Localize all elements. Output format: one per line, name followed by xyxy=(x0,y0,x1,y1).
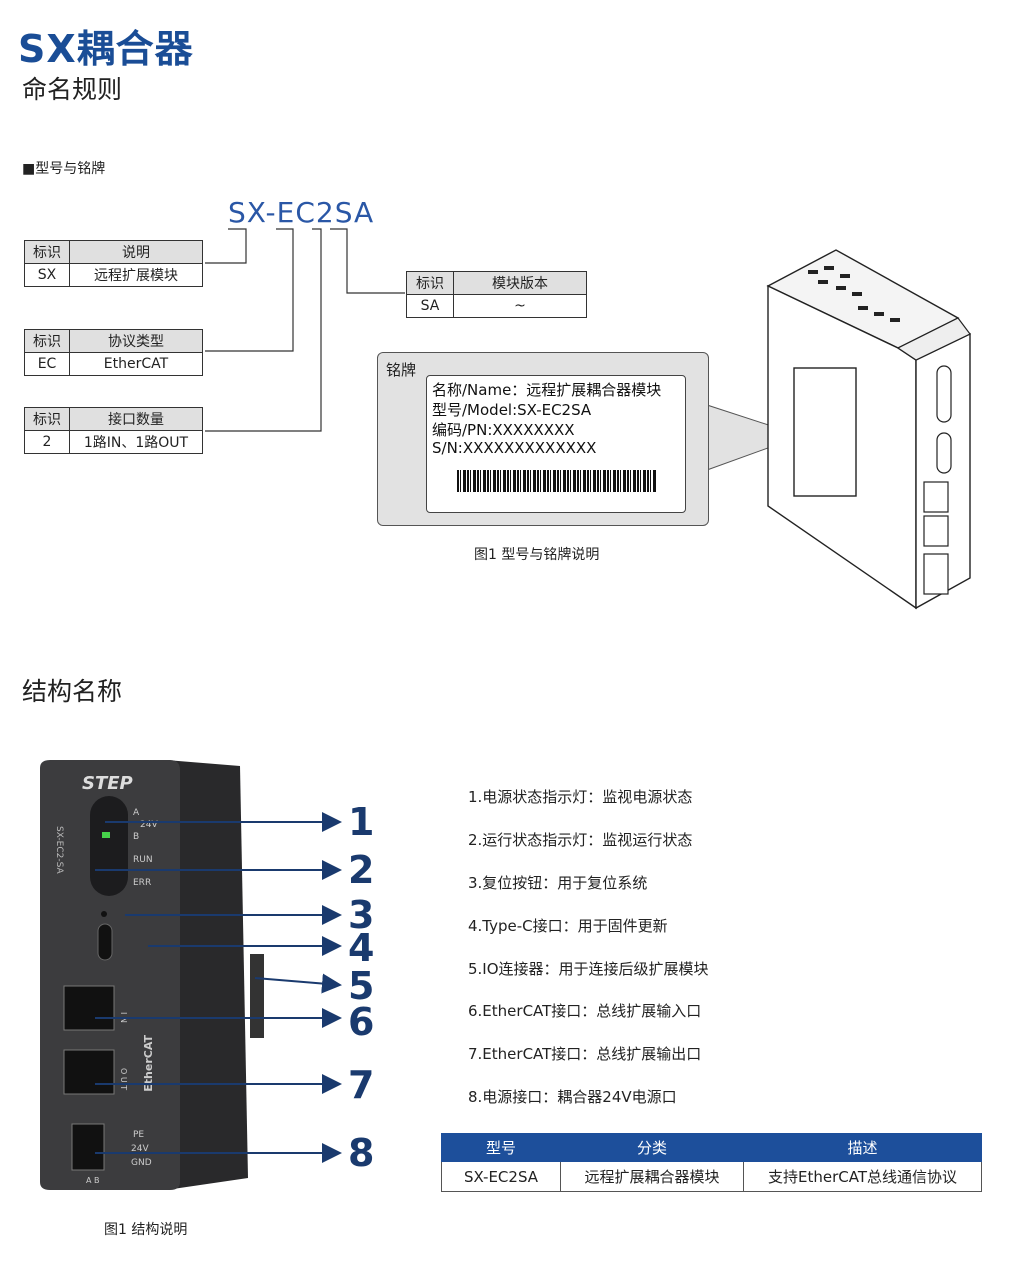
led-label-24v: 24V xyxy=(140,820,158,830)
callout-number: 3 xyxy=(348,893,375,937)
spec-header: 型号 xyxy=(441,1133,561,1162)
led-label-b: B xyxy=(133,832,140,842)
power-label-pe: PE xyxy=(133,1130,145,1140)
power-label-ab: A B xyxy=(86,1176,100,1185)
spec-header: 描述 xyxy=(743,1133,982,1162)
feature-item: 4.Type-C接口：用于固件更新 xyxy=(468,917,668,935)
device-model-label: SX-EC2-SA xyxy=(54,826,64,874)
feature-item: 1.电源状态指示灯：监视电源状态 xyxy=(468,788,693,806)
feature-item: 6.EtherCAT接口：总线扩展输入口 xyxy=(468,1002,702,1020)
led-label-run: RUN xyxy=(133,855,153,865)
table-version: 标识模块版本 SA~ xyxy=(406,271,587,318)
spec-table: 型号 分类 描述 SX-EC2SA 远程扩展耦合器模块 支持EtherCAT总线… xyxy=(441,1133,982,1192)
feature-item: 8.电源接口：耦合器24V电源口 xyxy=(468,1088,677,1106)
nameplate-card: 名称/Name：远程扩展耦合器模块 型号/Model:SX-EC2SA 编码/P… xyxy=(426,375,686,513)
nameplate-line: 编码/PN:XXXXXXXX xyxy=(432,421,575,439)
port-label-out: O U T xyxy=(119,1068,128,1091)
page-title: SX耦合器 xyxy=(18,27,194,71)
nameplate-line: S/N:XXXXXXXXXXXXX xyxy=(432,439,597,457)
nameplate-label: 铭牌 xyxy=(386,361,417,379)
nameplate-callout: 铭牌 名称/Name：远程扩展耦合器模块 型号/Model:SX-EC2SA 编… xyxy=(377,352,709,526)
figure-caption-structure: 图1 结构说明 xyxy=(104,1222,188,1238)
nameplate-line: 型号/Model:SX-EC2SA xyxy=(432,401,592,419)
naming-rules-heading: 命名规则 xyxy=(22,75,123,104)
callout-number: 2 xyxy=(348,848,375,892)
device-brand: STEP xyxy=(82,773,133,794)
feature-item: 7.EtherCAT接口：总线扩展输出口 xyxy=(468,1045,702,1063)
callout-number: 6 xyxy=(348,1000,375,1044)
power-label-24v: 24V xyxy=(131,1144,149,1154)
power-label-gnd: GND xyxy=(131,1158,152,1168)
callout-number: 4 xyxy=(348,926,375,970)
spec-header: 分类 xyxy=(560,1133,744,1162)
device-isometric-image xyxy=(766,249,971,610)
table-row: SX-EC2SA 远程扩展耦合器模块 支持EtherCAT总线通信协议 xyxy=(441,1161,982,1192)
structure-heading: 结构名称 xyxy=(22,677,123,706)
callout-number: 5 xyxy=(348,964,375,1008)
barcode xyxy=(457,470,657,492)
model-nameplate-label: ■型号与铭牌 xyxy=(22,161,106,177)
figure-caption-naming: 图1 型号与铭牌说明 xyxy=(474,547,600,563)
callout-number: 7 xyxy=(348,1063,375,1107)
naming-connector-lines xyxy=(205,228,791,471)
feature-item: 3.复位按钮：用于复位系统 xyxy=(468,874,648,892)
nameplate-line: 名称/Name：远程扩展耦合器模块 xyxy=(432,381,662,399)
model-code: SX-EC2SA xyxy=(228,196,375,229)
feature-item: 5.IO连接器：用于连接后级扩展模块 xyxy=(468,960,709,978)
feature-item: 2.运行状态指示灯：监视运行状态 xyxy=(468,831,693,849)
callout-number: 1 xyxy=(348,800,375,844)
led-label-a: A xyxy=(133,808,140,818)
callout-number: 8 xyxy=(348,1131,375,1175)
led-label-err: ERR xyxy=(133,878,152,888)
